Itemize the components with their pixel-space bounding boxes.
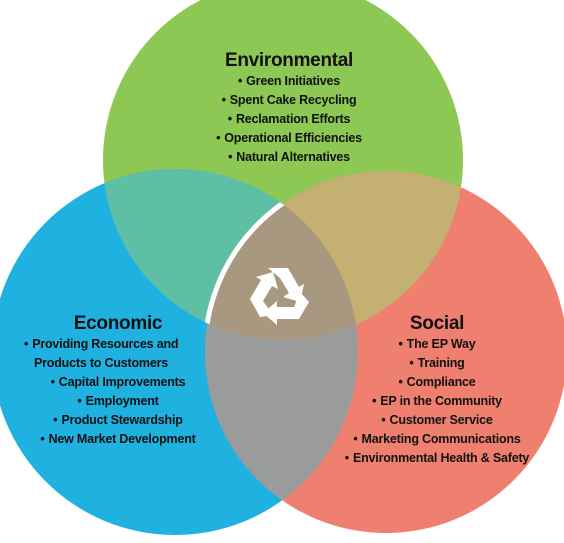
- list-item: •Training: [409, 356, 465, 370]
- social-list: •The EP Way •Training •Compliance •EP in…: [332, 335, 542, 468]
- list-item: •Operational Efficiencies: [216, 131, 362, 145]
- list-item: •The EP Way: [398, 337, 476, 351]
- environmental-block: Environmental •Green Initiatives •Spent …: [174, 50, 404, 167]
- list-item: •Providing Resources and Products to Cus…: [24, 337, 179, 370]
- list-item: •Capital Improvements: [50, 375, 186, 389]
- list-item: •Green Initiatives: [237, 74, 341, 88]
- center-overlap: [202, 169, 358, 340]
- list-item: •Compliance: [398, 375, 476, 389]
- economic-list: •Providing Resources and Products to Cus…: [20, 335, 216, 449]
- list-item: •Employment: [77, 394, 159, 408]
- list-item: •New Market Development: [40, 432, 196, 446]
- list-item: •Customer Service: [381, 413, 493, 427]
- list-item: •Natural Alternatives: [228, 150, 350, 164]
- list-item: •Reclamation Efforts: [227, 112, 351, 126]
- economic-title: Economic: [73, 313, 163, 334]
- economic-block: Economic •Providing Resources and Produc…: [20, 313, 216, 449]
- social-block: Social •The EP Way •Training •Compliance…: [332, 313, 542, 468]
- list-item: •Marketing Communications: [353, 432, 521, 446]
- social-title: Social: [409, 313, 465, 334]
- list-item: •Environmental Health & Safety: [344, 451, 530, 465]
- environmental-title: Environmental: [224, 50, 354, 71]
- environmental-list: •Green Initiatives •Spent Cake Recycling…: [174, 72, 404, 167]
- recycle-icon: [250, 268, 309, 325]
- list-item: •Product Stewardship: [53, 413, 183, 427]
- list-item: •Spent Cake Recycling: [221, 93, 357, 107]
- list-item: •EP in the Community: [372, 394, 502, 408]
